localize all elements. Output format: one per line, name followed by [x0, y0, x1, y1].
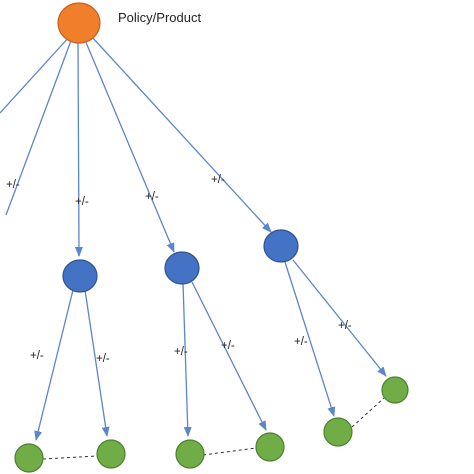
edge-root-offscreen-a: [0, 35, 71, 114]
leaf-node-5: [323, 417, 353, 447]
edge-label-root-d: +/-: [211, 174, 225, 186]
leaf-links: [42, 397, 385, 460]
edge-mid2-leaf-1: [182, 282, 192, 437]
dashed-link-pair-1: [42, 455, 98, 460]
edge-root-mid-1: [74, 39, 83, 257]
edge-root-mid-2: [84, 39, 175, 253]
leaf-node-4: [255, 432, 285, 462]
nodes: [14, 2, 409, 473]
leaf-node-2: [96, 439, 126, 469]
mid-edges: [34, 259, 387, 441]
edge-label-root-c: +/-: [145, 191, 159, 203]
edge-label-mid3-a: +/-: [294, 336, 308, 348]
edge-label-mid1-b: +/-: [96, 353, 110, 365]
edge-mid3-leaf-2: [292, 259, 387, 377]
root-edges: [0, 35, 272, 257]
edge-labels: +/- +/- +/- +/- +/- +/- +/- +/- +/- +/-: [6, 174, 352, 365]
leaf-node-1: [14, 443, 44, 473]
mid-node-3: [263, 229, 299, 263]
leaf-node-3: [175, 439, 205, 469]
edge-root-mid-3: [91, 36, 272, 233]
edge-label-root-b: +/-: [75, 196, 89, 208]
mid-node-2: [164, 251, 200, 285]
edge-label-root-a: +/-: [6, 179, 20, 191]
root-node: [57, 2, 101, 44]
edge-label-mid2-a: +/-: [174, 346, 188, 358]
dashed-link-pair-2: [202, 447, 257, 456]
edge-mid2-leaf-2: [191, 281, 267, 431]
leaf-node-6: [381, 376, 409, 404]
dashed-link-pair-3: [351, 397, 385, 428]
edge-label-mid3-b: +/-: [338, 320, 352, 332]
root-label: Policy/Product: [118, 10, 201, 25]
edge-label-mid2-b: +/-: [221, 340, 235, 352]
edge-label-mid1-a: +/-: [30, 350, 44, 362]
edge-mid1-leaf-1: [34, 289, 74, 441]
edge-root-offscreen-b: [5, 37, 73, 216]
edge-mid3-leaf-1: [284, 261, 336, 417]
edge-mid1-leaf-2: [84, 289, 110, 437]
mid-node-1: [62, 259, 98, 293]
